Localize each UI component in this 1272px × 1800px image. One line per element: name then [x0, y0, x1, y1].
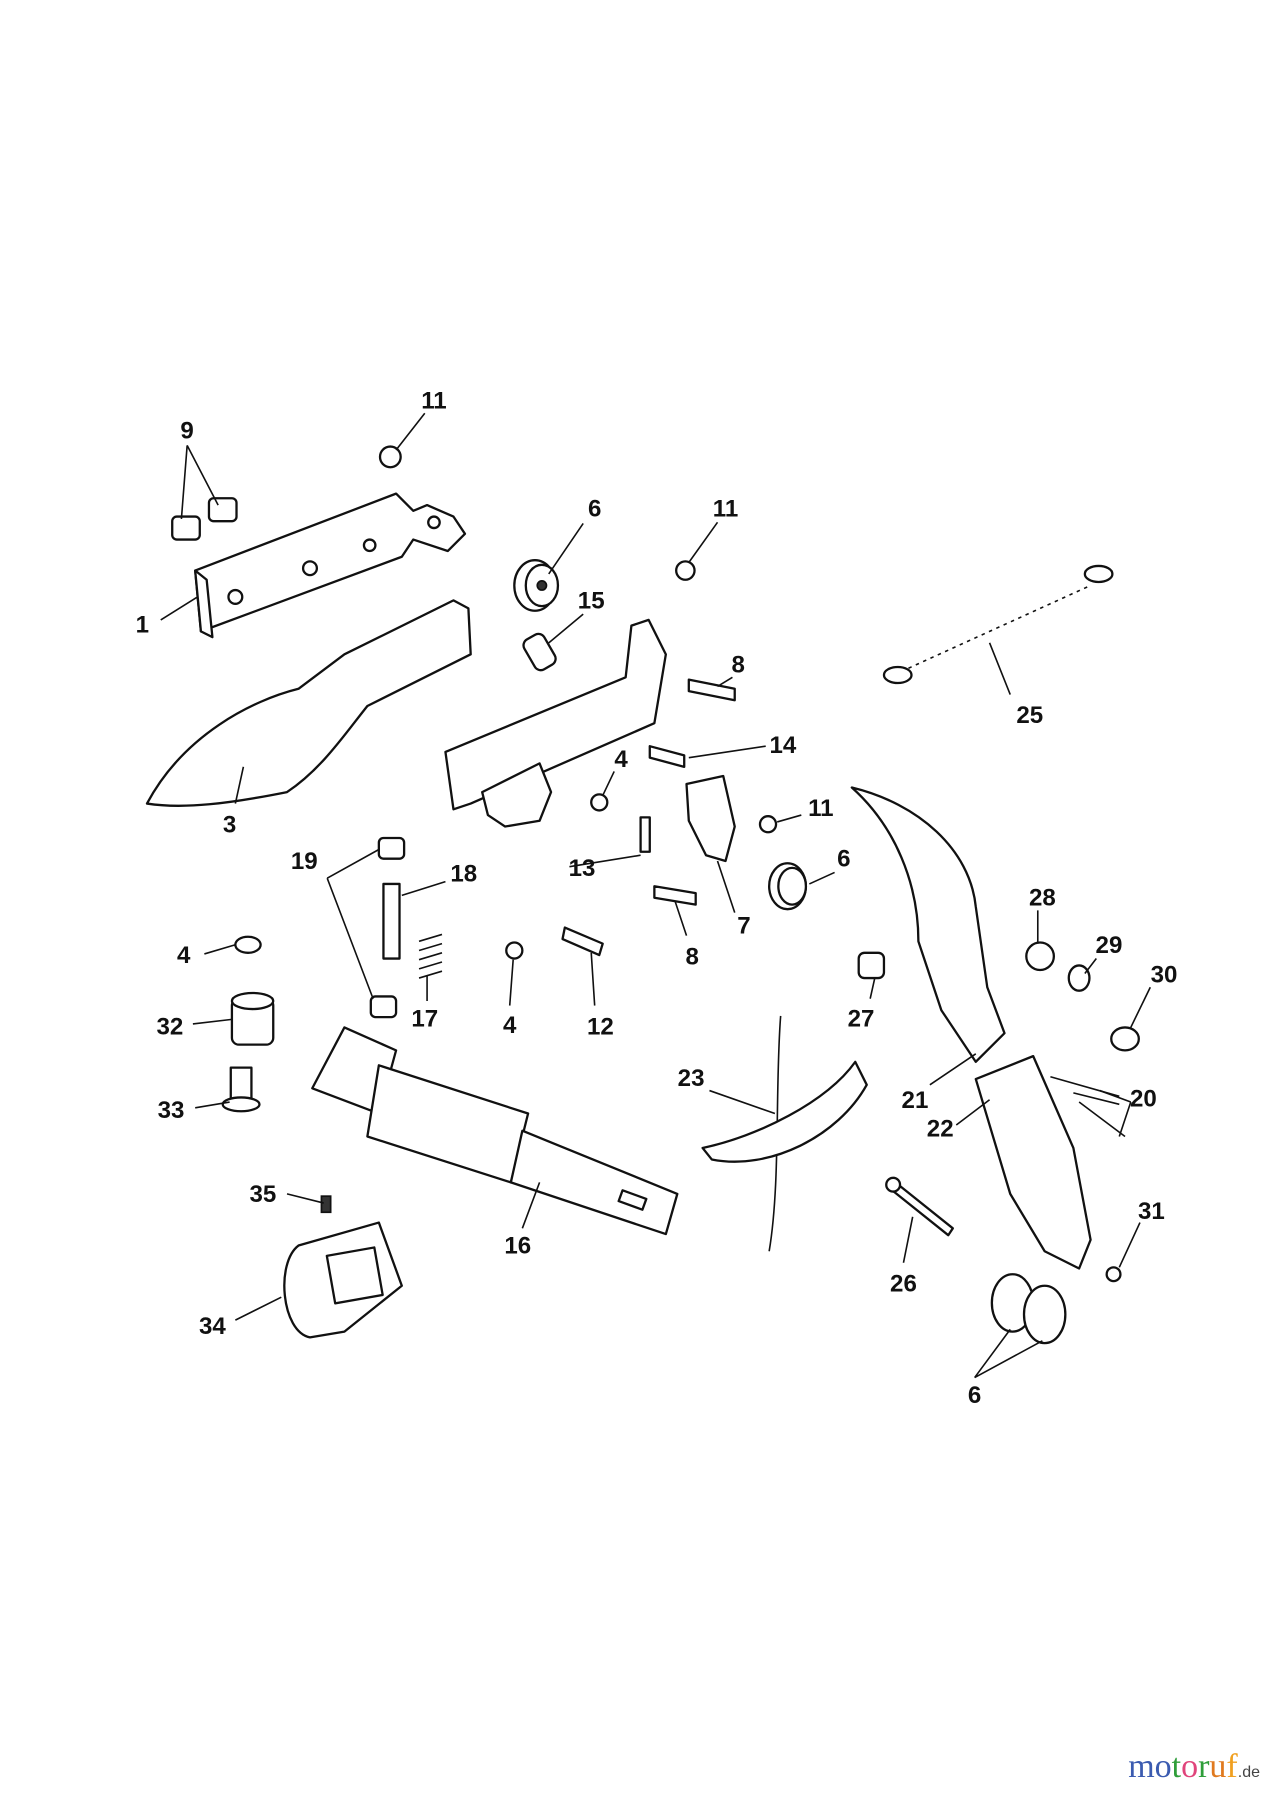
callout-16: 16 [504, 1233, 531, 1260]
callout-22: 22 [927, 1115, 954, 1142]
part-9-bolts [171, 497, 238, 541]
callout-3: 3 [223, 811, 236, 838]
part-1-bracket [194, 492, 467, 639]
callout-33: 33 [158, 1097, 185, 1124]
callout-25: 25 [1016, 702, 1043, 729]
callout-32: 32 [157, 1013, 184, 1040]
part-11-nut [675, 560, 696, 581]
callout-13: 13 [569, 855, 596, 882]
callout-21: 21 [902, 1087, 929, 1114]
callout-4: 4 [503, 1012, 517, 1039]
watermark-letter: t [1171, 1748, 1182, 1785]
callout-6: 6 [588, 496, 601, 523]
watermark-letter: f [1226, 1748, 1238, 1785]
callout-6: 6 [837, 846, 850, 873]
callout-17: 17 [411, 1005, 438, 1032]
callout-9: 9 [180, 418, 193, 445]
callout-6: 6 [968, 1382, 981, 1409]
callout-20: 20 [1130, 1086, 1157, 1113]
part-19-pad [369, 995, 398, 1019]
part-11-nut [378, 445, 402, 469]
part-13-pin [639, 816, 651, 853]
central-bracket [444, 618, 667, 811]
callout-11: 11 [808, 795, 833, 822]
part-17-spring [418, 933, 443, 979]
callout-4: 4 [177, 942, 191, 969]
part-8-pin [653, 885, 697, 906]
part-29-washer [1067, 964, 1091, 992]
part-23-segment [701, 1015, 868, 1252]
callout-30: 30 [1151, 962, 1178, 989]
callout-27: 27 [848, 1005, 875, 1032]
part-32-bushing [230, 991, 275, 1046]
watermark-letter: o [1154, 1748, 1172, 1785]
part-7-link [685, 774, 736, 863]
part-34-grip [283, 1221, 403, 1339]
callout-18: 18 [450, 861, 477, 888]
callout-29: 29 [1096, 932, 1123, 959]
part-18-clip [382, 882, 401, 960]
callout-34: 34 [199, 1313, 226, 1340]
watermark-suffix: .de [1237, 1764, 1260, 1781]
watermark-letter: m [1128, 1748, 1155, 1785]
callout-31: 31 [1138, 1198, 1165, 1225]
callout-8: 8 [731, 652, 744, 679]
callout-4: 4 [614, 746, 628, 773]
callout-28: 28 [1029, 885, 1056, 912]
part-6-pulley [513, 559, 560, 612]
part-8-pin [687, 678, 736, 702]
callout-23: 23 [678, 1065, 705, 1092]
part-27-nut [857, 951, 886, 980]
part-21-arm [850, 786, 1006, 1064]
part-25-spring [882, 564, 1114, 685]
ratchet-plate [481, 762, 553, 828]
callout-7: 7 [737, 912, 750, 939]
watermark-logo: motoruf.de [1128, 1748, 1260, 1786]
watermark-letter: r [1198, 1748, 1210, 1785]
callout-26: 26 [890, 1270, 917, 1297]
callout-11: 11 [713, 496, 738, 523]
part-19-pad [377, 836, 406, 860]
part-31-nut [1105, 1266, 1122, 1283]
part-15-bushing [522, 632, 557, 672]
part-16-handle [311, 1026, 679, 1236]
part-4-screw [505, 941, 524, 960]
callout-19: 19 [291, 848, 318, 875]
callout-1: 1 [136, 612, 149, 639]
part-14-pin [648, 745, 686, 768]
part-30-screw [1110, 1026, 1140, 1052]
part-4-screw [590, 793, 609, 812]
watermark-letter: u [1209, 1748, 1227, 1785]
part-28-washer [1025, 941, 1056, 972]
part-4-screw [234, 935, 262, 954]
callout-15: 15 [578, 587, 605, 614]
part-33-pin [221, 1066, 261, 1113]
callout-8: 8 [686, 943, 699, 970]
part-3-lever [145, 599, 472, 807]
part-6-pulley [768, 862, 808, 911]
callout-35: 35 [250, 1181, 277, 1208]
part-22-arm [974, 1054, 1092, 1270]
part-6-pulleys [990, 1273, 1067, 1345]
leader-lines [160, 412, 1152, 1379]
watermark-text: motoruf [1128, 1748, 1238, 1785]
callout-12: 12 [587, 1013, 614, 1040]
part-26-bolt [889, 1181, 954, 1237]
part-35-screw [320, 1195, 332, 1214]
part-12-pin [561, 926, 604, 957]
watermark-letter: o [1181, 1748, 1199, 1785]
callout-14: 14 [770, 732, 797, 759]
part-11-nut [758, 815, 778, 834]
callout-11: 11 [421, 388, 446, 415]
